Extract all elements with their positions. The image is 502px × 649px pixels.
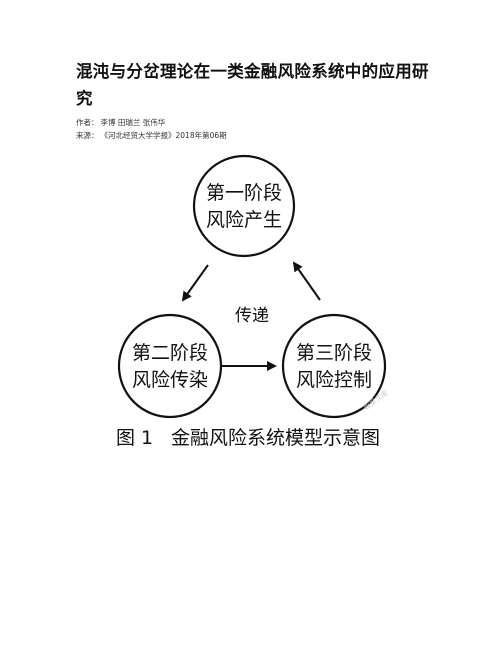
node-stage2-line2: 风险传染 [132,369,208,391]
author-label: 作者： [76,118,99,127]
article-title: 混沌与分岔理论在一类金融风险系统中的应用研究 [76,62,429,108]
node-stage3-line2: 风险控制 [296,369,372,391]
source-label: 来源： [76,131,99,140]
node-stage2-circle [117,313,223,419]
node-stage1-circle [192,154,296,258]
source-line: 来源：《河北经贸大学学报》2018年第06期 [76,131,227,141]
node-stage1-line1: 第一阶段 [206,182,282,204]
figure: 第一阶段 风险产生 第二阶段 风险传染 第三阶段 风险控制 传递 超 [95,148,425,458]
node-stage3-circle [281,313,387,419]
node-stage3-line1: 第三阶段 [296,342,372,364]
center-label: 传递 [235,306,269,326]
node-stage2: 第二阶段 风险传染 [117,313,223,419]
node-stage2-line1: 第二阶段 [132,342,208,364]
arrow-stage3-to-stage1 [292,261,321,301]
arrow-stage1-to-stage2 [181,264,209,302]
node-stage3: 第三阶段 风险控制 [281,313,387,419]
source-journal: 《河北经贸大学学报》2018年第06期 [100,131,227,140]
figure-caption-number: 图 1 [116,427,153,449]
figure-caption-text: 金融风险系统模型示意图 [171,427,380,449]
node-stage1-line2: 风险产生 [206,209,282,231]
figure-diagram: 第一阶段 风险产生 第二阶段 风险传染 第三阶段 风险控制 传递 超 [116,154,390,449]
node-stage1: 第一阶段 风险产生 [192,154,296,258]
author-line: 作者：李博 田瑞兰 张伟华 [76,118,165,128]
author-names: 李博 田瑞兰 张伟华 [100,118,166,127]
